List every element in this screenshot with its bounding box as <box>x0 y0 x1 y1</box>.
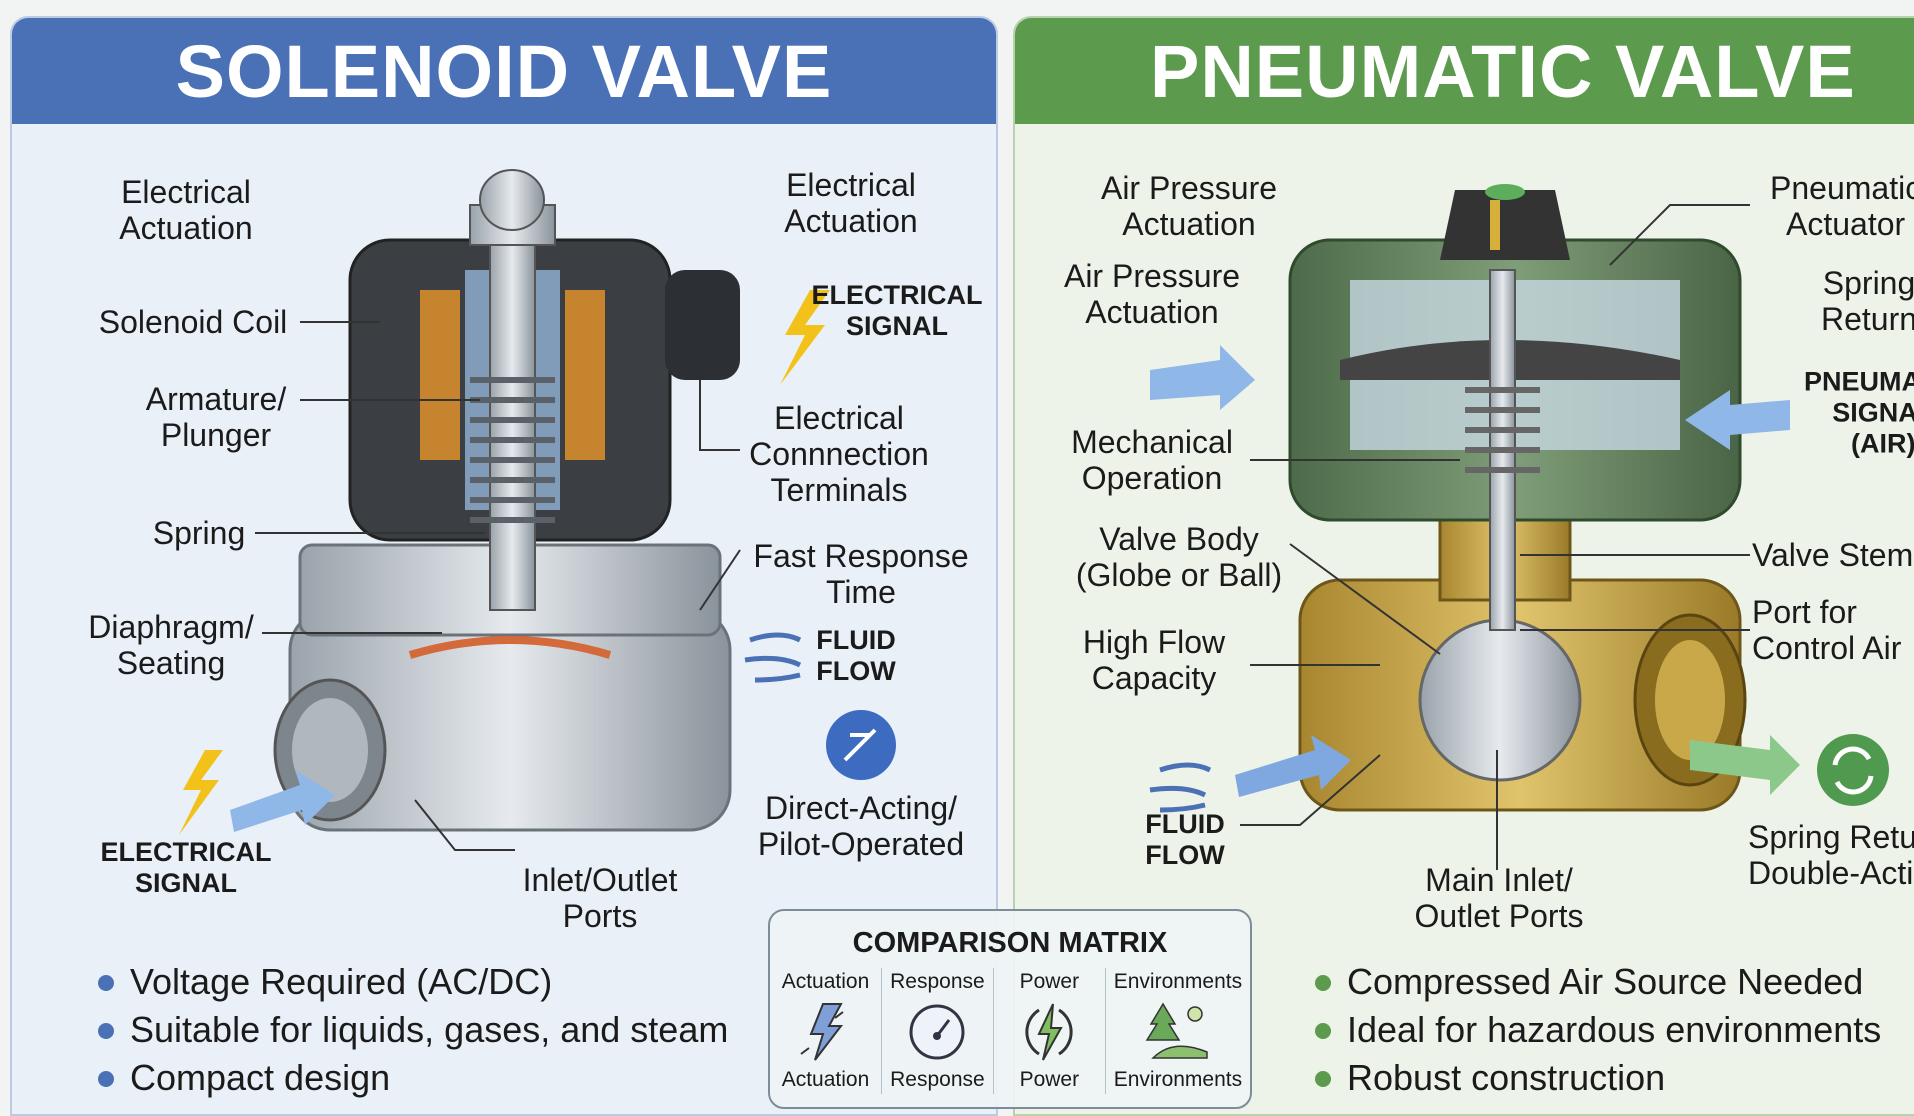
label-fluid-flow: FLUID FLOW <box>816 625 896 686</box>
matrix-title: COMPARISON MATRIX <box>852 927 1168 959</box>
feature-item: Compressed Air Source Needed <box>1313 958 1881 1006</box>
pneumatic-valve-drawing <box>1149 184 1889 870</box>
label-connection-terminals: Electrical Connnection Terminals <box>749 400 929 508</box>
label-air-pressure-1: Air Pressure Actuation <box>1100 170 1278 242</box>
label-electrical-signal-top: ELECTRICAL SIGNAL <box>811 280 983 341</box>
gauge-icon <box>909 1004 965 1060</box>
column-header: Response <box>890 970 985 993</box>
feature-item: Compact design <box>96 1054 728 1102</box>
feature-item: Suitable for liquids, gases, and steam <box>96 1006 728 1054</box>
lightning-icon <box>800 1003 845 1061</box>
solenoid-features: Voltage Required (AC/DC) Suitable for li… <box>96 958 728 1102</box>
feature-item: Robust construction <box>1313 1054 1881 1102</box>
label-direct-acting: Direct-Acting/ Pilot-Operated <box>757 790 965 862</box>
tree-sun-icon <box>1145 1002 1208 1059</box>
matrix-column-environments: Environments Environments <box>1104 968 1250 1094</box>
power-bolt-icon <box>1025 1003 1073 1061</box>
label-fast-response: Fast Response Time <box>753 538 969 610</box>
comparison-matrix: COMPARISON MATRIX Actuation Actuation Re… <box>768 909 1252 1109</box>
label-diaphragm-seating: Diaphragm/ Seating <box>88 609 254 681</box>
column-footer: Response <box>890 1068 985 1091</box>
label-solenoid-coil: Solenoid Coil <box>98 304 288 340</box>
label-pneumatic-actuator: Pneumatic Actuator <box>1770 170 1914 242</box>
label-mechanical-operation: Mechanical Operation <box>1071 424 1233 496</box>
label-pneumatic-signal: PNEUMATIC SIGNAL (AIR) <box>1804 366 1914 459</box>
column-footer: Environments <box>1113 1068 1243 1091</box>
label-electrical-actuation-right: Electrical Actuation <box>784 167 918 239</box>
pneumatic-features: Compressed Air Source Needed Ideal for h… <box>1313 958 1881 1102</box>
matrix-column-power: Power Power <box>992 968 1105 1094</box>
label-electrical-actuation-left: Electrical Actuation <box>119 174 253 246</box>
column-header: Actuation <box>781 970 870 993</box>
solenoid-title: SOLENOID VALVE <box>12 18 996 124</box>
label-spring-return: Spring Return <box>1821 265 1914 337</box>
feature-item: Ideal for hazardous environments <box>1313 1006 1881 1054</box>
column-footer: Actuation <box>781 1068 870 1091</box>
label-valve-stem: Valve Stem <box>1752 537 1914 573</box>
column-header: Power <box>1019 970 1080 993</box>
label-main-ports: Main Inlet/ Outlet Ports <box>1414 862 1584 934</box>
label-armature-plunger: Armature/ Plunger <box>145 381 287 453</box>
label-fluid-flow-pneumatic: FLUID FLOW <box>1145 809 1225 870</box>
column-footer: Power <box>1019 1068 1080 1091</box>
label-air-pressure-2: Air Pressure Actuation <box>1063 258 1241 330</box>
matrix-column-response: Response Response <box>880 968 993 1094</box>
column-header: Environments <box>1113 970 1243 993</box>
label-return-mode: Spring Return/ Double-Acting <box>1748 819 1914 891</box>
label-spring: Spring <box>152 515 246 551</box>
solenoid-valve-drawing <box>179 169 896 851</box>
label-electrical-signal-bottom: ELECTRICAL SIGNAL <box>100 837 272 898</box>
label-control-air-port: Port for Control Air <box>1752 594 1902 666</box>
label-inlet-outlet-ports: Inlet/Outlet Ports <box>522 862 678 934</box>
label-valve-body: Valve Body (Globe or Ball) <box>1075 521 1283 593</box>
feature-item: Voltage Required (AC/DC) <box>96 958 728 1006</box>
matrix-column-actuation: Actuation Actuation <box>770 968 881 1094</box>
pneumatic-title: PNEUMATIC VALVE <box>1015 18 1914 124</box>
label-high-flow: High Flow Capacity <box>1082 624 1226 696</box>
